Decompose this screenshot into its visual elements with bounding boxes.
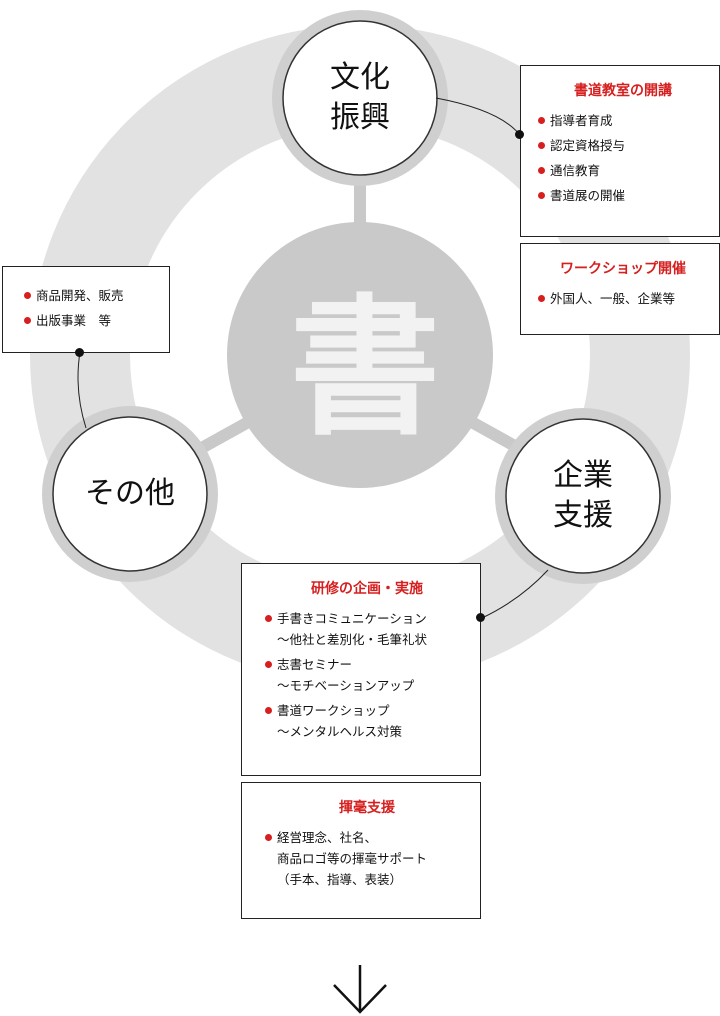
- box-brush-writing-title: 揮毫支援: [339, 800, 395, 816]
- node-culture-label: 文化 振興: [330, 60, 390, 135]
- box-workshop: ワークショップ開催 外国人、一般、企業等: [520, 243, 720, 335]
- list-item: 認定資格授与: [537, 135, 709, 156]
- down-arrow-icon: [333, 965, 387, 1014]
- hub-label: 書: [289, 279, 440, 456]
- box-calligraphy-class-list: 指導者育成 認定資格授与 通信教育 書道展の開催: [537, 110, 709, 206]
- list-item: 外国人、一般、企業等: [537, 288, 709, 309]
- node-corporate-label: 企業 支援: [553, 458, 613, 533]
- box-training: 研修の企画・実施 手書きコミュニケーション ～他社と差別化・毛筆礼状 志書セミナ…: [241, 563, 481, 776]
- connector-dot-culture: [515, 130, 524, 139]
- hub-circle: [227, 222, 493, 488]
- box-other-items-list: 商品開発、販売 出版事業 等: [23, 285, 159, 331]
- box-brush-writing: 揮毫支援 経営理念、社名、 商品ロゴ等の揮毫サポート （手本、指導、表装）: [241, 782, 481, 919]
- box-calligraphy-class-title: 書道教室の開講: [574, 83, 672, 99]
- list-item: 志書セミナー ～モチベーションアップ: [264, 654, 470, 696]
- list-item: 出版事業 等: [23, 310, 159, 331]
- box-other-items: 商品開発、販売 出版事業 等: [2, 266, 170, 353]
- box-training-title: 研修の企画・実施: [311, 581, 423, 597]
- connector-other: [77, 351, 87, 429]
- list-item: 経営理念、社名、 商品ロゴ等の揮毫サポート （手本、指導、表装）: [264, 827, 470, 890]
- connector-dot-corporate: [476, 613, 485, 622]
- list-item: 商品開発、販売: [23, 285, 159, 306]
- list-item: 書道ワークショップ ～メンタルヘルス対策: [264, 700, 470, 742]
- node-other-disc: [52, 416, 208, 572]
- connector-corporate: [481, 569, 549, 619]
- connector-dot-other: [75, 348, 84, 357]
- box-workshop-title: ワークショップ開催: [560, 261, 686, 277]
- list-item: 通信教育: [537, 160, 709, 181]
- list-item: 書道展の開催: [537, 185, 709, 206]
- node-other-label: その他: [85, 476, 175, 511]
- box-training-list: 手書きコミュニケーション ～他社と差別化・毛筆礼状 志書セミナー ～モチベーショ…: [264, 608, 470, 742]
- node-corporate-disc: [505, 418, 661, 574]
- box-calligraphy-class: 書道教室の開講 指導者育成 認定資格授与 通信教育 書道展の開催: [520, 65, 720, 237]
- list-item: 指導者育成: [537, 110, 709, 131]
- box-workshop-list: 外国人、一般、企業等: [537, 288, 709, 309]
- box-brush-writing-list: 経営理念、社名、 商品ロゴ等の揮毫サポート （手本、指導、表装）: [264, 827, 470, 890]
- list-item: 手書きコミュニケーション ～他社と差別化・毛筆礼状: [264, 608, 470, 650]
